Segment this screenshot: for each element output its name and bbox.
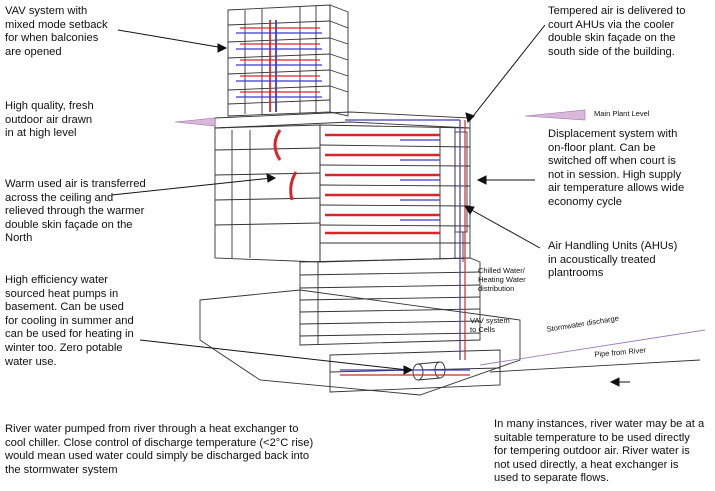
outdoor-air-arrow-left bbox=[174, 117, 216, 127]
label-main-plant-level: Main Plant Level bbox=[594, 109, 650, 118]
annotation-warm-air: Warm used air is transferred across the … bbox=[5, 178, 146, 245]
annotation-many-instances: In many instances, river water may be at… bbox=[494, 418, 705, 485]
label-vav-cells: VAV system to Cells bbox=[470, 316, 510, 334]
river-pipe bbox=[489, 359, 701, 373]
outdoor-air-arrow-right bbox=[524, 109, 586, 121]
ground-plane bbox=[199, 289, 521, 396]
annotation-tempered-air: Tempered air is delivered to court AHUs … bbox=[548, 5, 686, 58]
stormwater-pipe bbox=[479, 329, 706, 366]
heat-pump-cylinder bbox=[412, 363, 424, 381]
lower-floors bbox=[299, 257, 481, 346]
basement bbox=[329, 349, 501, 393]
annotation-fresh-air: High quality, fresh outdoor air drawn in… bbox=[5, 100, 94, 140]
annotation-displacement: Displacement system with on-floor plant.… bbox=[548, 128, 685, 208]
main-block bbox=[214, 124, 471, 263]
annotation-heat-pumps: High efficiency water sourced heat pumps… bbox=[5, 274, 134, 368]
annotation-ahus: Air Handling Units (AHUs) in acousticall… bbox=[548, 240, 678, 280]
annotation-river-water: River water pumped from river through a … bbox=[5, 423, 314, 476]
annotation-vav-setback: VAV system with mixed mode setback for w… bbox=[5, 5, 108, 58]
label-chilled-water: Chilled Water/ Heating Water distributio… bbox=[478, 266, 526, 293]
